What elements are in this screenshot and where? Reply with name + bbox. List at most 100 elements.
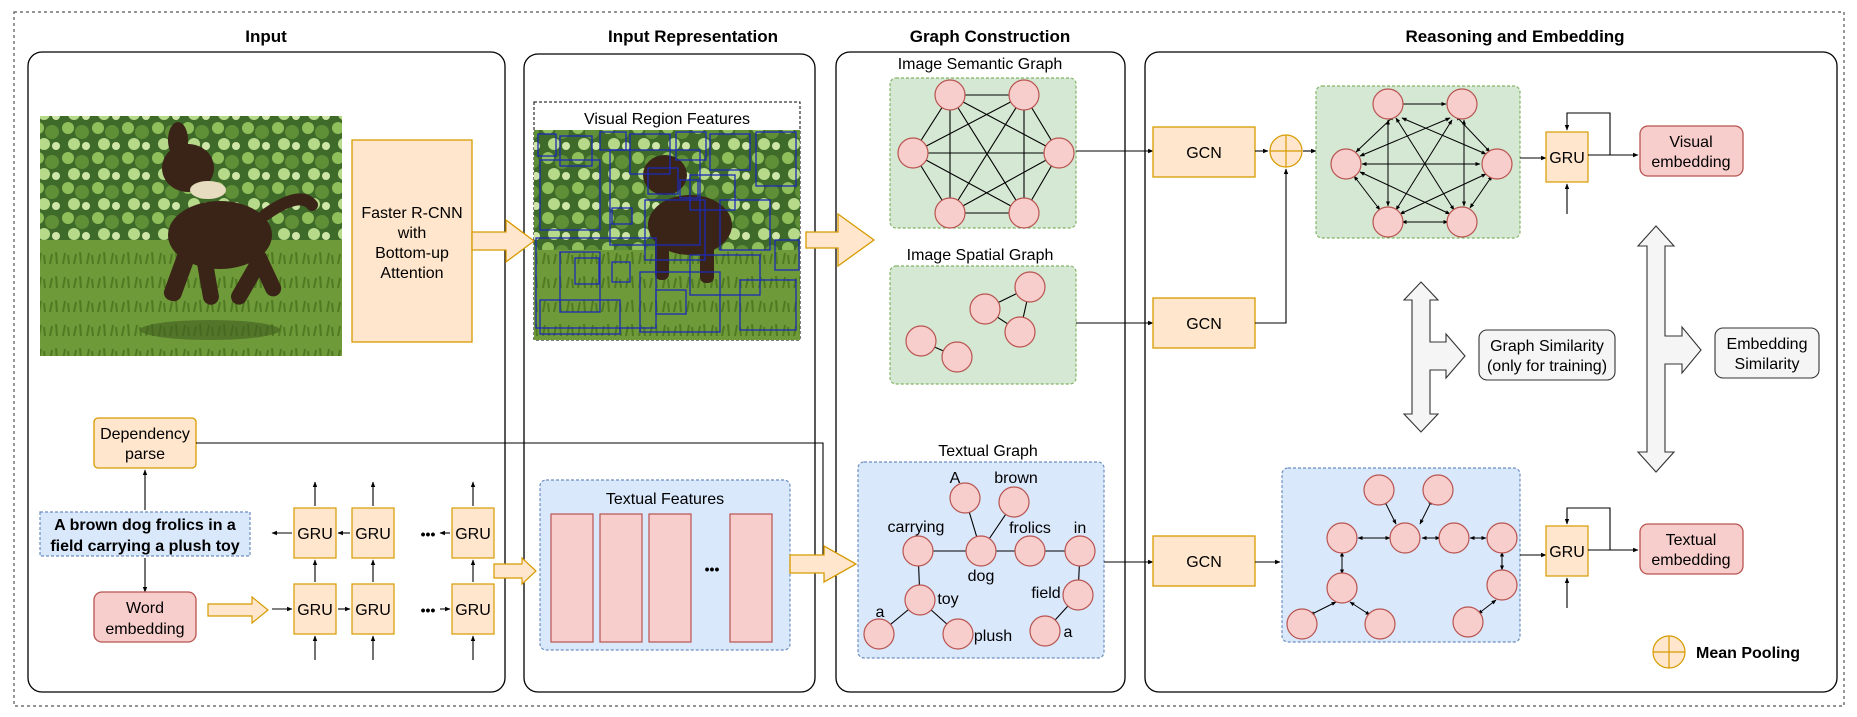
block-arrow-gru-to-features <box>493 556 537 586</box>
gru-grid: GRU GRU GRU GRU GRU GRU ••• ••• <box>271 481 495 660</box>
gcn-spatial-label: GCN <box>1186 316 1222 333</box>
visual-reasoning-node <box>1446 88 1478 120</box>
textual-graph-title: Textual Graph <box>938 443 1038 460</box>
legend-mean-pooling-label: Mean Pooling <box>1696 645 1800 662</box>
textual-features-ellipsis: ••• <box>705 561 720 577</box>
visual-reasoning-node <box>1446 206 1478 238</box>
semantic-graph-title: Image Semantic Graph <box>898 56 1063 73</box>
textual-node-toy <box>904 584 936 616</box>
gru-backward-3-label: GRU <box>455 526 491 543</box>
block-arrow-word-embedding <box>207 595 269 625</box>
visual-reasoning-node <box>1372 88 1404 120</box>
spatial-node <box>905 325 937 357</box>
semantic-node <box>934 197 966 229</box>
gcn-textual-label: GCN <box>1186 554 1222 571</box>
spatial-graph <box>905 271 1046 373</box>
gru-backward-2-label: GRU <box>355 526 391 543</box>
spatial-node <box>941 341 973 373</box>
word-field: field <box>1031 585 1060 602</box>
arrow-spatial-to-pooling <box>1255 168 1289 324</box>
word-a-1: a <box>876 604 885 621</box>
gru-backward-1 <box>293 507 337 559</box>
embedding-similarity-line-2: Similarity <box>1735 356 1800 373</box>
dependency-line-1: Dependency <box>100 426 190 443</box>
visual-reasoning-node <box>1330 148 1362 180</box>
textual-node-dog <box>965 535 997 567</box>
graph-similarity-line-1: Graph Similarity <box>1490 338 1604 355</box>
visual-reasoning-graph <box>1353 102 1493 224</box>
textual-node-A <box>949 482 981 514</box>
textual-embedding-line-1: Textual <box>1666 532 1717 549</box>
visual-features-image <box>534 130 800 340</box>
semantic-node <box>934 79 966 111</box>
section-title-input-representation: Input Representation <box>608 27 778 46</box>
word-toy: toy <box>937 591 958 608</box>
textual-reasoning-node <box>1326 572 1358 604</box>
semantic-node <box>897 137 929 169</box>
word-in: in <box>1074 520 1086 537</box>
gru-visual-label: GRU <box>1549 150 1585 167</box>
spatial-graph-frame <box>889 265 1077 385</box>
caption-box <box>39 511 251 557</box>
section-title-input: Input <box>245 27 287 46</box>
faster-rcnn-box <box>351 139 473 343</box>
textual-reasoning-node <box>1286 608 1318 640</box>
word-embedding-line-2: embedding <box>105 621 184 638</box>
visual-embedding-box <box>1639 125 1744 177</box>
block-arrow-rcnn <box>471 218 536 264</box>
semantic-node <box>1043 137 1075 169</box>
gcn-semantic-label: GCN <box>1186 145 1222 162</box>
gru-forward-2-label: GRU <box>355 602 391 619</box>
textual-reasoning-node <box>1326 522 1358 554</box>
textual-reasoning-node <box>1363 474 1395 506</box>
textual-node-a-1 <box>863 618 895 650</box>
visual-embedding-line-2: embedding <box>1651 154 1730 171</box>
embedding-similarity-line-1: Embedding <box>1727 336 1808 353</box>
textual-feature-bar-1 <box>550 513 594 643</box>
textual-node-field <box>1062 579 1094 611</box>
textual-reasoning-node <box>1364 608 1396 640</box>
word-brown: brown <box>994 470 1038 487</box>
word-plush: plush <box>974 628 1012 645</box>
gcn-semantic <box>1152 126 1256 178</box>
word-dog: dog <box>968 568 995 585</box>
word-embedding-line-1: Word <box>126 600 164 617</box>
visual-embedding-line-1: Visual <box>1669 134 1712 151</box>
block-arrow-visual-to-graphs <box>805 212 876 268</box>
graph-similarity-line-2: (only for training) <box>1487 358 1607 375</box>
word-a-2: a <box>1064 624 1073 641</box>
gru-backward-1-label: GRU <box>297 526 333 543</box>
rcnn-line-3: Bottom-up <box>375 245 449 262</box>
textual-node-a-2 <box>1029 615 1061 647</box>
textual-reasoning-node <box>1486 569 1518 601</box>
gru-ellipsis-bottom: ••• <box>421 602 436 618</box>
gru-forward-1-label: GRU <box>297 602 333 619</box>
dependency-line-2: parse <box>125 446 165 463</box>
textual-reasoning-node <box>1452 606 1484 638</box>
textual-graph-words: A brown carrying frolics in dog field to… <box>876 470 1087 645</box>
textual-embedding-box <box>1639 523 1744 575</box>
gru-forward-3-label: GRU <box>455 602 491 619</box>
gru-visual <box>1545 131 1589 183</box>
gcn-spatial <box>1152 297 1256 349</box>
textual-node-frolics <box>1014 535 1046 567</box>
word-frolics: frolics <box>1009 520 1051 537</box>
textual-reasoning-node <box>1486 522 1518 554</box>
rcnn-line-2: with <box>397 225 426 242</box>
rcnn-line-4: Attention <box>380 265 443 282</box>
gru-forward-2 <box>351 583 395 635</box>
semantic-graph <box>897 79 1075 229</box>
textual-feature-bar-4 <box>729 513 773 643</box>
visual-reasoning-node <box>1481 148 1513 180</box>
textual-node-plush <box>942 618 974 650</box>
word-carrying: carrying <box>888 519 945 536</box>
textual-node-brown <box>998 486 1030 518</box>
gru-textual <box>1545 525 1589 577</box>
section-title-reasoning: Reasoning and Embedding <box>1405 27 1624 46</box>
gru-forward-1 <box>293 583 337 635</box>
block-arrow-textual-to-graph <box>789 544 858 584</box>
textual-reasoning-frame <box>1281 467 1521 643</box>
dog-silhouette <box>162 122 318 305</box>
